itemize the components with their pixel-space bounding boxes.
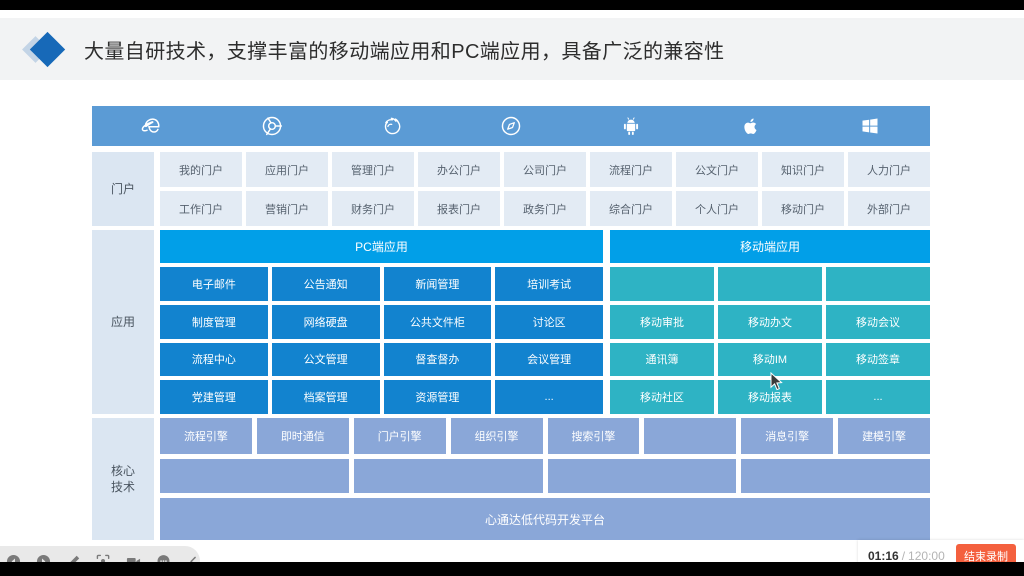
pc-app-tile[interactable]: 党建管理 — [160, 380, 268, 414]
mobile-app-tile[interactable] — [610, 267, 714, 301]
core-engine-tile[interactable]: 门户引擎 — [353, 418, 446, 454]
portal-cell[interactable]: 报表门户 — [418, 191, 500, 226]
letterbox-bottom — [0, 562, 1024, 576]
mobile-app-tile[interactable]: 移动签章 — [826, 342, 930, 377]
chrome-icon — [212, 115, 332, 137]
mobile-app-tile[interactable]: 移动报表 — [718, 380, 822, 414]
recording-elapsed-time: 01:16 — [868, 549, 899, 563]
pc-application-column: PC端应用 电子邮件 公告通知 新闻管理 培训考试 制度管理 网络硬盘 公共文件… — [160, 230, 603, 414]
pc-application-grid: 电子邮件 公告通知 新闻管理 培训考试 制度管理 网络硬盘 公共文件柜 讨论区 … — [160, 267, 603, 414]
mobile-app-tile[interactable]: 移动审批 — [610, 304, 714, 339]
apple-icon — [691, 116, 811, 137]
architecture-diagram: 门户 我的门户 应用门户 管理门户 办公门户 公司门户 流程门户 公文门户 知识… — [92, 98, 930, 548]
portal-rail-label: 门户 — [110, 181, 135, 196]
pc-app-tile[interactable]: 公文管理 — [271, 342, 380, 377]
android-icon — [571, 115, 691, 137]
portal-cell[interactable]: 流程门户 — [590, 152, 672, 187]
pc-app-tile[interactable]: 督查督办 — [383, 342, 492, 377]
recording-total-time-separator: / — [901, 549, 906, 563]
mobile-app-tile[interactable]: 移动IM — [718, 342, 822, 377]
portal-cell[interactable]: 办公门户 — [418, 152, 500, 187]
portal-cell[interactable]: 公司门户 — [504, 152, 586, 187]
mobile-app-tile[interactable] — [826, 267, 930, 301]
portal-cell[interactable]: 政务门户 — [504, 191, 586, 226]
safari-icon — [451, 115, 571, 137]
slide-header: 大量自研技术，支撑丰富的移动端应用和PC端应用，具备广泛的兼容性 — [0, 18, 1024, 80]
mobile-application-grid: 移动审批 移动办文 移动会议 通讯簿 移动IM 移动签章 移动社区 移动报表 .… — [610, 267, 930, 414]
core-engine-tile[interactable]: 组织引擎 — [450, 418, 543, 454]
pc-app-tile[interactable]: 讨论区 — [495, 304, 603, 339]
portal-cell[interactable]: 应用门户 — [246, 152, 328, 187]
letterbox-top — [0, 0, 1024, 10]
core-technology-section: 核心 技术 流程引擎 即时通信 门户引擎 组织引擎 搜索引擎 消息引擎 建模引擎 — [92, 418, 930, 540]
application-section: 应用 PC端应用 电子邮件 公告通知 新闻管理 培训考试 制度管理 网络硬盘 公… — [92, 230, 930, 414]
mobile-app-tile[interactable]: 移动社区 — [610, 380, 714, 414]
portal-cell[interactable]: 个人门户 — [676, 191, 758, 226]
pc-app-tile[interactable]: 制度管理 — [160, 304, 268, 339]
browser-compatibility-bar — [92, 106, 930, 146]
platform-row: 心通达低代码开发平台 — [160, 498, 930, 540]
internet-explorer-icon — [92, 114, 212, 138]
mobile-app-tile[interactable]: ... — [826, 380, 930, 414]
firefox-icon — [331, 115, 451, 137]
portal-cell[interactable]: 外部门户 — [848, 191, 930, 226]
portal-cell[interactable]: 移动门户 — [762, 191, 844, 226]
pc-app-tile[interactable]: 新闻管理 — [383, 267, 492, 301]
core-support-tile[interactable] — [353, 459, 543, 493]
pc-app-tile[interactable]: 公共文件柜 — [383, 304, 492, 339]
portal-grid: 我的门户 应用门户 管理门户 办公门户 公司门户 流程门户 公文门户 知识门户 … — [160, 152, 930, 226]
portal-cell[interactable]: 综合门户 — [590, 191, 672, 226]
pc-app-tile[interactable]: ... — [495, 380, 603, 414]
portal-cell[interactable]: 公文门户 — [676, 152, 758, 187]
core-support-tile[interactable] — [741, 459, 930, 493]
core-engine-tile[interactable]: 搜索引擎 — [547, 418, 640, 454]
core-support-row — [160, 459, 930, 493]
core-engine-tile[interactable]: 即时通信 — [256, 418, 349, 454]
core-technology-rail: 核心 技术 — [92, 418, 154, 540]
portal-cell[interactable]: 管理门户 — [332, 152, 414, 187]
core-technology-rail-label: 核心 技术 — [110, 463, 135, 494]
pc-application-banner: PC端应用 — [160, 230, 603, 263]
pc-app-tile[interactable]: 公告通知 — [271, 267, 380, 301]
core-engine-tile[interactable]: 流程引擎 — [160, 418, 252, 454]
core-engine-tile[interactable] — [644, 418, 737, 454]
pc-app-tile[interactable]: 网络硬盘 — [271, 304, 380, 339]
core-engine-row: 流程引擎 即时通信 门户引擎 组织引擎 搜索引擎 消息引擎 建模引擎 — [160, 418, 930, 454]
portal-cell[interactable]: 人力门户 — [848, 152, 930, 187]
mobile-app-tile[interactable]: 移动会议 — [826, 304, 930, 339]
mobile-app-tile[interactable]: 移动办文 — [718, 304, 822, 339]
portal-section: 门户 我的门户 应用门户 管理门户 办公门户 公司门户 流程门户 公文门户 知识… — [92, 152, 930, 226]
pc-app-tile[interactable]: 会议管理 — [495, 342, 603, 377]
portal-cell[interactable]: 知识门户 — [762, 152, 844, 187]
pc-app-tile[interactable]: 电子邮件 — [160, 267, 268, 301]
pc-app-tile[interactable]: 资源管理 — [383, 380, 492, 414]
screenshot-icon[interactable] — [96, 553, 111, 570]
diamond-icon — [22, 31, 66, 68]
platform-banner[interactable]: 心通达低代码开发平台 — [160, 498, 930, 540]
portal-cell[interactable]: 我的门户 — [160, 152, 242, 187]
pc-app-tile[interactable]: 培训考试 — [495, 267, 603, 301]
mobile-application-banner: 移动端应用 — [610, 230, 930, 263]
core-technology-area: 流程引擎 即时通信 门户引擎 组织引擎 搜索引擎 消息引擎 建模引擎 — [160, 418, 930, 540]
core-support-tile[interactable] — [160, 459, 349, 493]
recording-total-time: 120:00 — [908, 549, 945, 563]
page-title: 大量自研技术，支撑丰富的移动端应用和PC端应用，具备广泛的兼容性 — [84, 40, 725, 63]
portal-rail: 门户 — [92, 152, 154, 226]
slide-surface: 大量自研技术，支撑丰富的移动端应用和PC端应用，具备广泛的兼容性 — [0, 10, 1024, 576]
application-area: PC端应用 电子邮件 公告通知 新闻管理 培训考试 制度管理 网络硬盘 公共文件… — [160, 230, 930, 414]
portal-cell[interactable]: 工作门户 — [160, 191, 242, 226]
windows-icon — [810, 116, 930, 136]
application-rail: 应用 — [92, 230, 154, 414]
core-engine-tile[interactable]: 消息引擎 — [741, 418, 834, 454]
core-support-tile[interactable] — [547, 459, 737, 493]
mobile-application-column: 移动端应用 移动审批 移动办文 移动会议 通讯簿 移动IM 移动签章 移动社区 — [610, 230, 930, 414]
portal-cell[interactable]: 财务门户 — [332, 191, 414, 226]
application-rail-label: 应用 — [110, 314, 135, 329]
mobile-app-tile[interactable]: 通讯簿 — [610, 342, 714, 377]
mobile-app-tile[interactable] — [718, 267, 822, 301]
portal-cell[interactable]: 营销门户 — [246, 191, 328, 226]
pc-app-tile[interactable]: 档案管理 — [271, 380, 380, 414]
core-engine-tile[interactable]: 建模引擎 — [838, 418, 930, 454]
pc-app-tile[interactable]: 流程中心 — [160, 342, 268, 377]
